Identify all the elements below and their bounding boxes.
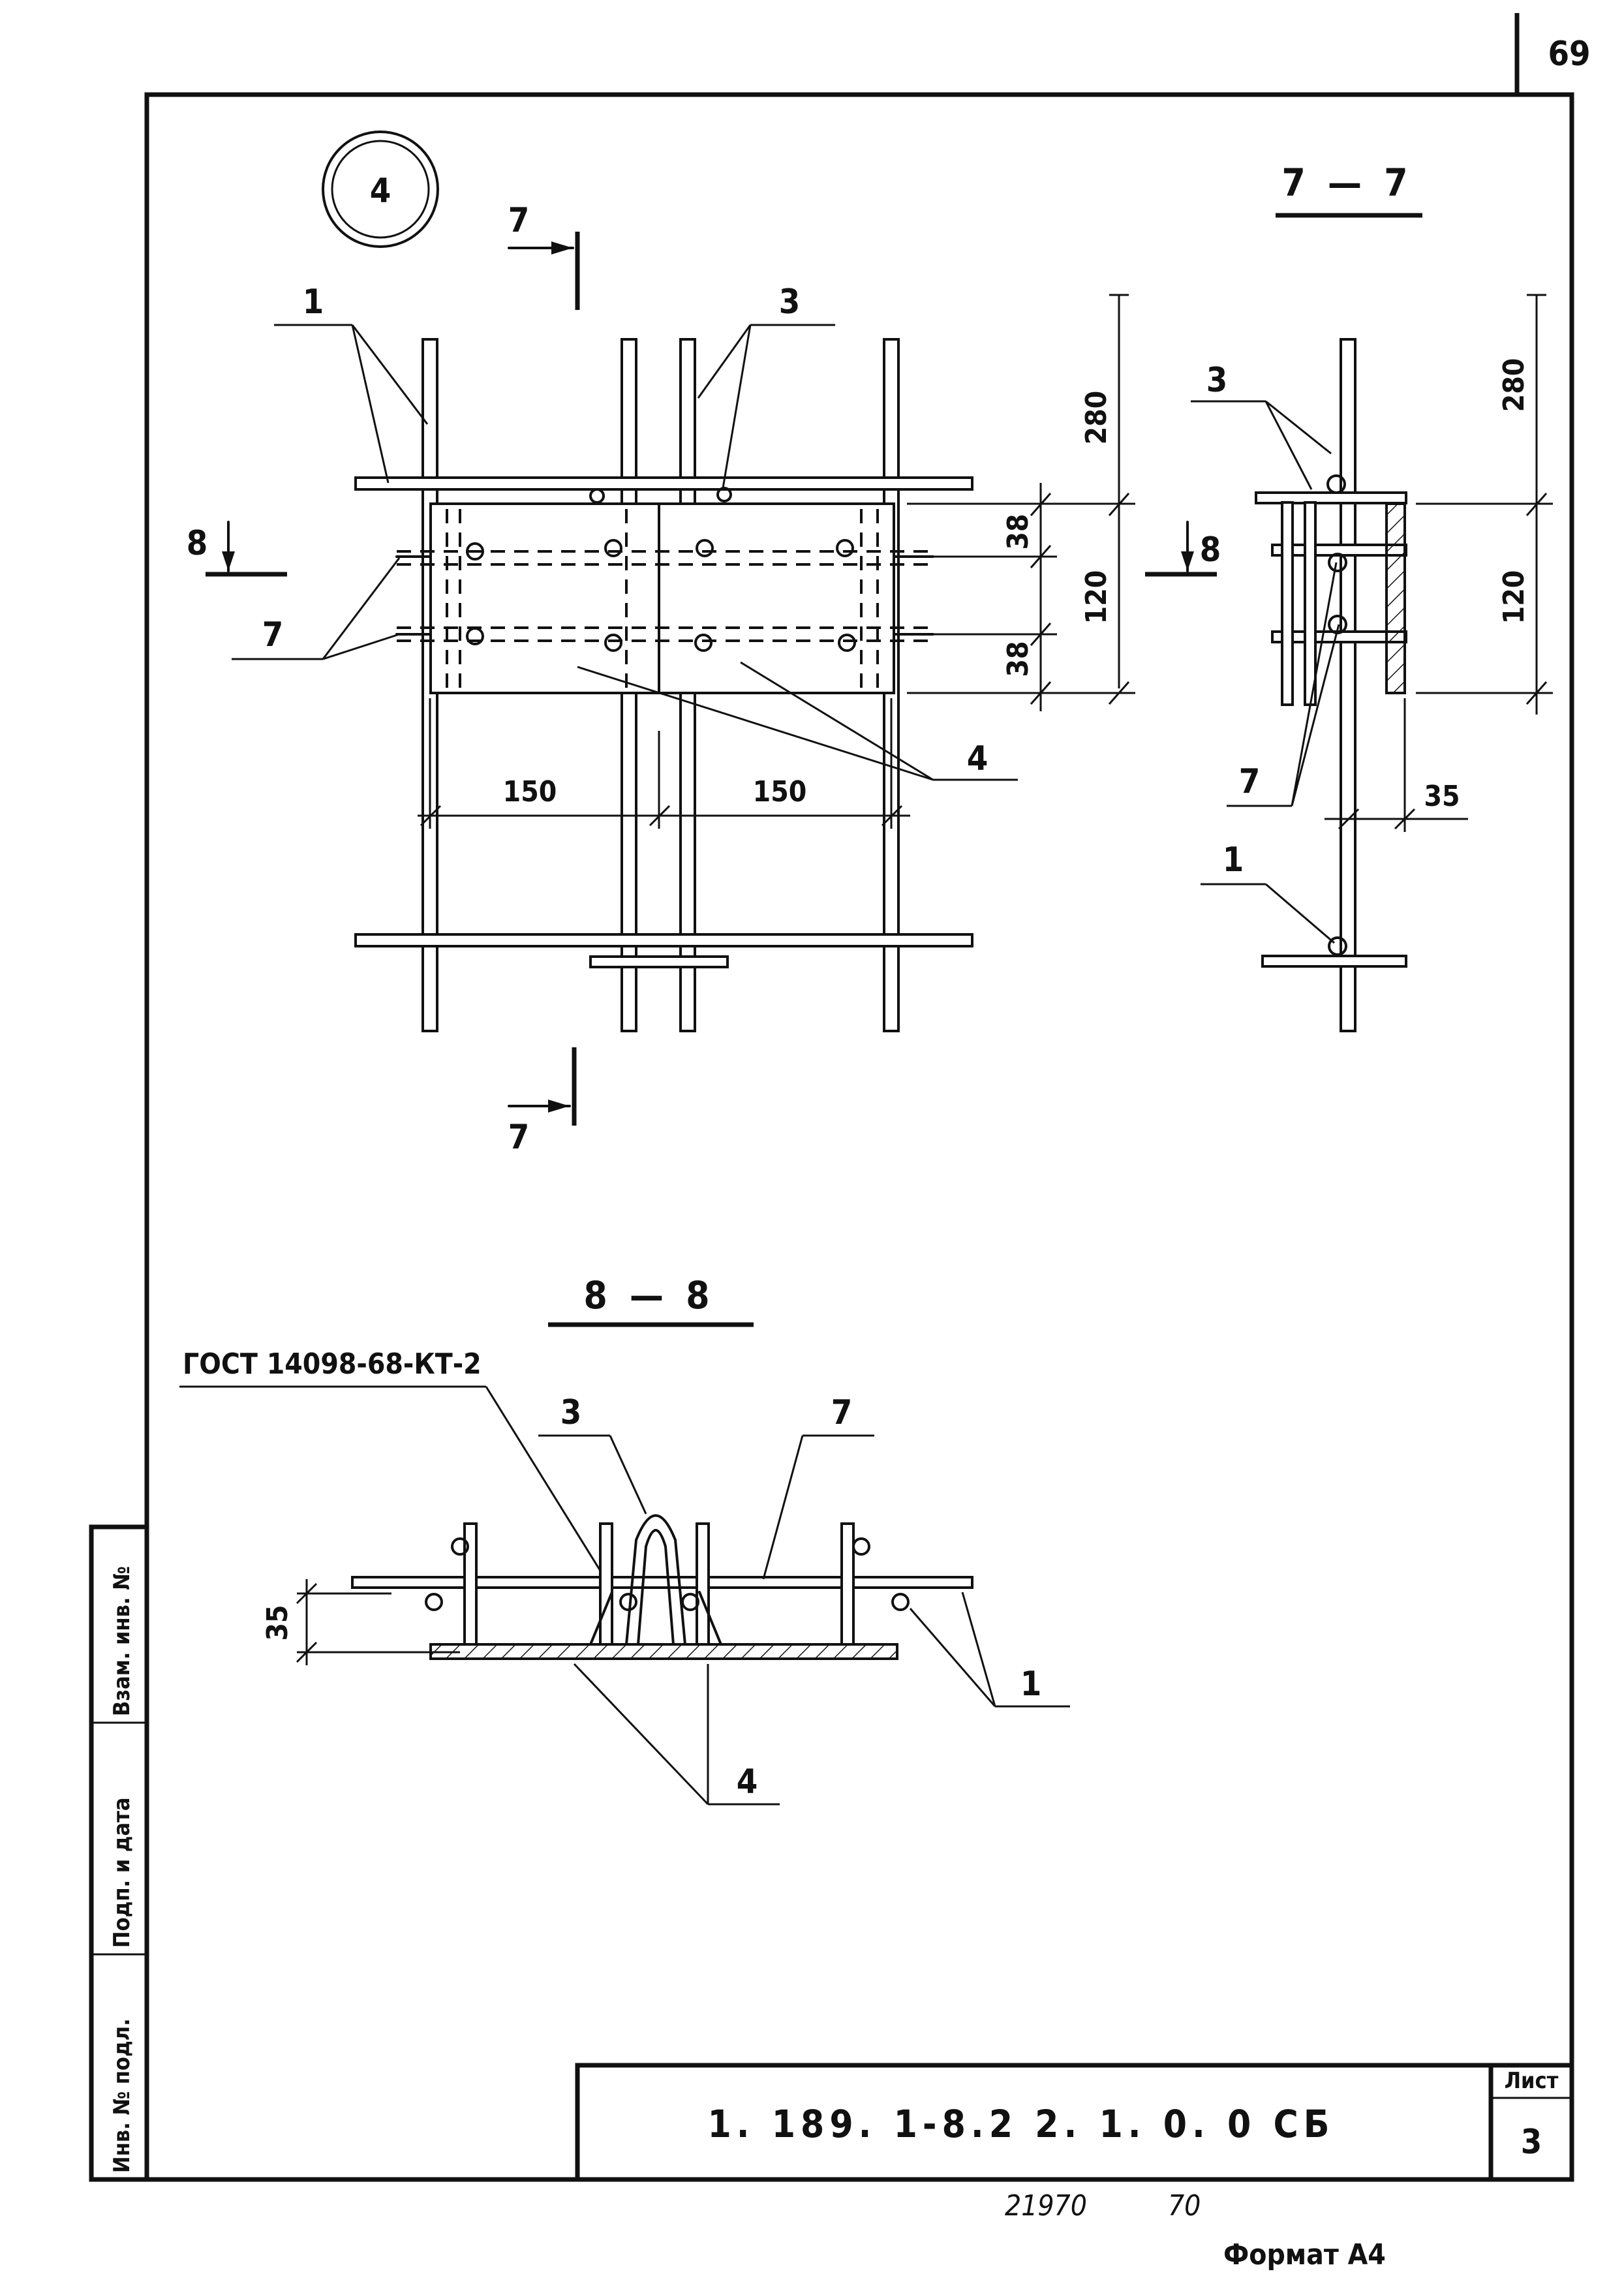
sheet-frame xyxy=(144,92,1574,2182)
section7-pos-1: 1 xyxy=(1223,840,1244,880)
horizontal-bars xyxy=(354,476,973,968)
section8-pos-1: 1 xyxy=(1020,1665,1042,1704)
plan-dim-120: 120 xyxy=(1080,570,1113,624)
node-mark: 4 xyxy=(322,131,439,248)
plan-pos-4: 4 xyxy=(967,739,988,778)
section7-dim-280: 280 xyxy=(1497,358,1531,412)
plates xyxy=(429,502,895,694)
section-8-title: 8 — 8 xyxy=(583,1273,714,1317)
section-7-title: 7 — 7 xyxy=(1281,161,1413,205)
side-stamp: Инв. № подл. Подп. и дата Взам. инв. № xyxy=(89,1524,149,2182)
plan-dim-38-bottom: 38 xyxy=(1002,641,1035,677)
cut-8-right-label: 8 xyxy=(1200,531,1221,570)
cut-7-top-label: 7 xyxy=(508,201,530,240)
plan-dim-38-top: 38 xyxy=(1002,514,1035,549)
cut-8-left: 8 xyxy=(187,521,287,577)
section7-pos-3: 3 xyxy=(1206,361,1228,400)
section8-pos-7: 7 xyxy=(831,1393,853,1432)
section7-dim-35: 35 xyxy=(1424,780,1460,813)
page-number-box: 69 xyxy=(1514,13,1591,95)
section7-dim-120: 120 xyxy=(1497,570,1531,624)
plan-view: 1 3 7 4 280 xyxy=(187,201,1221,1157)
plan-pos-7: 7 xyxy=(262,615,284,654)
stamp-inv-podl: Инв. № подл. xyxy=(109,2018,135,2173)
plan-dim-150-left: 150 xyxy=(503,775,557,808)
cut-7-bottom-label: 7 xyxy=(508,1118,530,1157)
loops-dashed xyxy=(397,487,933,688)
sheet-label: Лист xyxy=(1505,2068,1559,2094)
section-8-8: 8 — 8 ГОСТ 14098-68-КТ-2 3 7 xyxy=(179,1273,1070,1806)
plan-dimensions-horizontal: 150 150 xyxy=(418,698,910,829)
stamp-podp-data: Подп. и дата xyxy=(109,1798,135,1948)
plan-dim-280: 280 xyxy=(1080,391,1113,445)
page-number: 69 xyxy=(1548,35,1590,74)
paper-format: Формат А4 xyxy=(1223,2238,1386,2271)
node-mark-number: 4 xyxy=(370,172,391,211)
plan-dimensions-vertical: 280 120 38 38 xyxy=(907,294,1135,711)
plan-pos-3: 3 xyxy=(779,283,801,322)
footer-number-a: 21970 xyxy=(1005,2189,1087,2223)
cut-8-left-label: 8 xyxy=(187,524,208,563)
cut-7-bottom: 7 xyxy=(508,1047,577,1157)
cut-7-top: 7 xyxy=(508,201,580,310)
footer-number-b: 70 xyxy=(1168,2189,1201,2223)
plan-dim-150-right: 150 xyxy=(753,775,807,808)
title-block: 1. 189. 1-8.2 2. 1. 0. 0 СБ Лист 3 xyxy=(575,2063,1574,2182)
section-7-7: 7 — 7 3 7 1 280 xyxy=(1191,161,1553,1032)
cut-8-right: 8 xyxy=(1145,521,1221,577)
section8-pos-3: 3 xyxy=(560,1393,582,1432)
stamp-vzam-inv: Взам. инв. № xyxy=(109,1566,135,1716)
section8-pos-4: 4 xyxy=(737,1762,758,1802)
weld-note: ГОСТ 14098-68-КТ-2 xyxy=(183,1347,482,1381)
section8-dim-35: 35 xyxy=(261,1605,294,1640)
sheet-number: 3 xyxy=(1521,2123,1542,2162)
section7-pos-7: 7 xyxy=(1239,762,1261,801)
footer: 21970 70 Формат А4 xyxy=(1005,2189,1386,2271)
document-designation: 1. 189. 1-8.2 2. 1. 0. 0 СБ xyxy=(707,2102,1334,2146)
plan-pos-1: 1 xyxy=(303,283,324,322)
